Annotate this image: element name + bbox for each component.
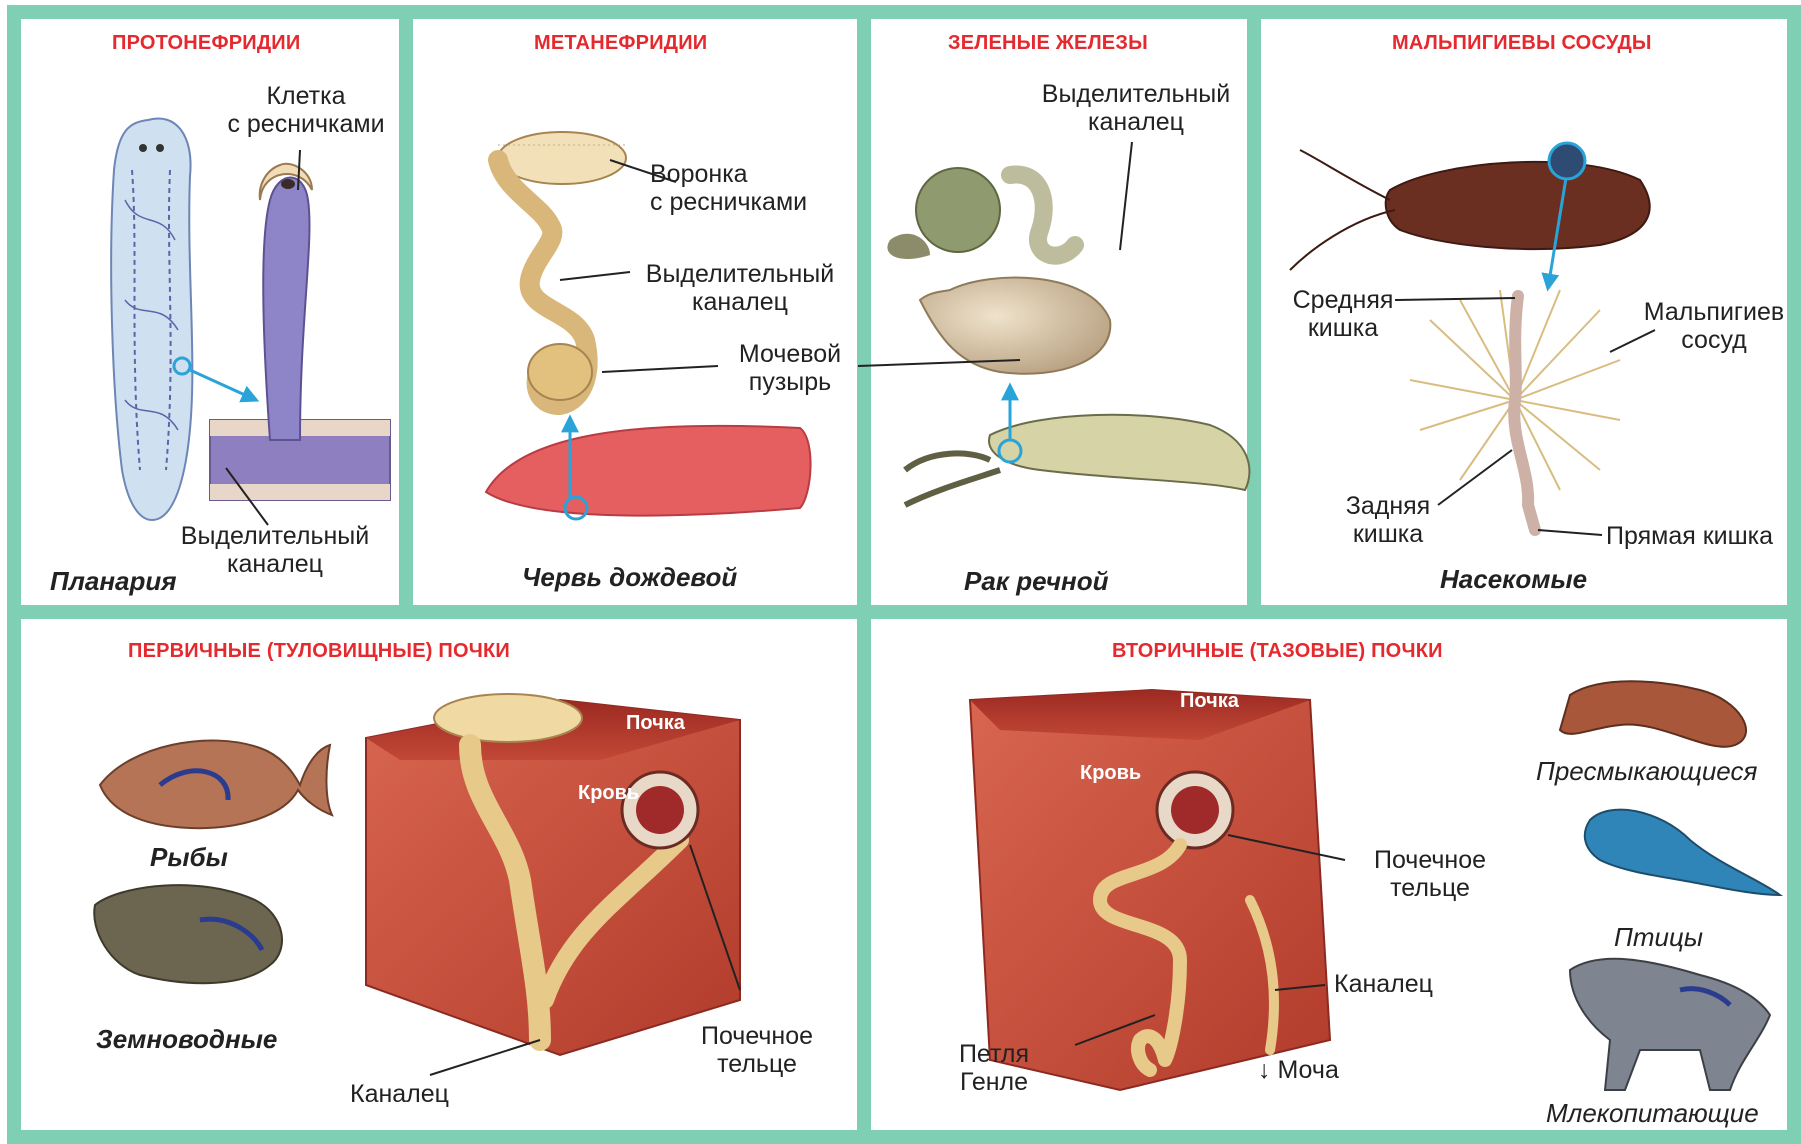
label-hindgut: Задняя кишка — [1326, 492, 1450, 548]
label-excretory-canal-worm: Выделительный каналец — [630, 260, 850, 316]
label-cell-with-cilia: Клетка с ресничками — [196, 82, 416, 138]
label-rectum: Прямая кишка — [1606, 522, 1773, 550]
label-excretory-canal-crayfish: Выделительный каналец — [1026, 80, 1246, 136]
caption-mammals: Млекопитающие — [1546, 1098, 1759, 1129]
label-urine-text: Моча — [1277, 1056, 1338, 1084]
caption-earthworm: Червь дождевой — [522, 562, 737, 593]
label-canal-secondary: Каналец — [1334, 970, 1433, 998]
label-canal-primary: Каналец — [350, 1080, 449, 1108]
heading-primary-kidneys: ПЕРВИЧНЫЕ (ТУЛОВИЩНЫЕ) ПОЧКИ — [128, 640, 510, 663]
primary-kidney-block — [366, 694, 740, 1055]
label-corpuscle-secondary: Почечное тельце — [1350, 846, 1510, 902]
heading-metanephridia: МЕТАНЕФРИДИИ — [534, 32, 707, 55]
label-excretory-canal-planaria: Выделительный каналец — [160, 522, 390, 578]
heading-protonephridia: ПРОТОНЕФРИДИИ — [112, 32, 300, 55]
heading-malpighian: МАЛЬПИГИЕВЫ СОСУДЫ — [1392, 32, 1652, 55]
heading-secondary-kidneys: ВТОРИЧНЫЕ (ТАЗОВЫЕ) ПОЧКИ — [1112, 640, 1443, 663]
label-corpuscle-primary: Почечное тельце — [682, 1022, 832, 1078]
caption-amphibians: Земноводные — [96, 1024, 277, 1055]
label-kidney-secondary: Почка — [1180, 690, 1239, 713]
caption-planaria: Планария — [50, 566, 177, 597]
secondary-kidney-block — [970, 690, 1330, 1090]
caption-birds: Птицы — [1614, 922, 1703, 953]
label-blood-secondary: Кровь — [1080, 762, 1141, 785]
label-loop-of-henle: Петля Генле — [944, 1040, 1044, 1096]
heading-green-glands: ЗЕЛЕНЫЕ ЖЕЛЕЗЫ — [948, 32, 1148, 55]
caption-fish: Рыбы — [150, 842, 228, 873]
label-blood-primary: Кровь — [578, 782, 639, 805]
label-urine: ↓ Моча — [1258, 1056, 1339, 1084]
label-kidney-primary: Почка — [626, 712, 685, 735]
label-bladder: Мочевой пузырь — [720, 340, 860, 396]
down-arrow-icon: ↓ — [1258, 1056, 1277, 1084]
label-midgut: Средняя кишка — [1278, 286, 1408, 342]
label-malpighian-vessel: Мальпигиев сосуд — [1634, 298, 1794, 354]
caption-reptiles: Пресмыкающиеся — [1536, 756, 1757, 787]
caption-crayfish: Рак речной — [964, 566, 1109, 597]
caption-insects: Насекомые — [1440, 564, 1587, 595]
label-funnel-with-cilia: Воронка с ресничками — [650, 160, 807, 216]
